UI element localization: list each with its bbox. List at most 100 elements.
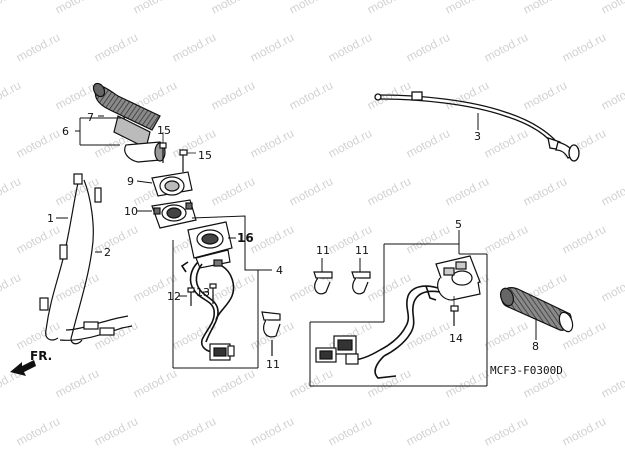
- callout-15-upper: 15: [157, 124, 171, 137]
- watermark-text: motod.ru: [209, 366, 257, 401]
- watermark-text: motod.ru: [599, 0, 625, 17]
- callout-3: 3: [474, 130, 481, 143]
- watermark-layer: motod.ru motod.ru motod.ru motod.ru motod.ru…: [0, 0, 625, 449]
- watermark-text: motod.ru: [0, 270, 23, 305]
- watermark-text: motod.ru: [365, 174, 413, 209]
- watermark-text: motod.ru: [287, 78, 335, 113]
- watermark-text: motod.ru: [248, 414, 296, 449]
- callout-6: 6: [62, 125, 69, 138]
- watermark-text: motod.ru: [0, 0, 23, 17]
- watermark-text: motod.ru: [92, 222, 140, 257]
- band-clamp-11-right: [351, 258, 371, 295]
- callout-9: 9: [127, 175, 134, 188]
- watermark-text: motod.ru: [14, 414, 62, 449]
- callout-14: 14: [449, 332, 463, 345]
- callout-8: 8: [532, 340, 539, 353]
- watermark-text: motod.ru: [599, 270, 625, 305]
- watermark-text: motod.ru: [53, 78, 101, 113]
- front-direction-arrow-icon: [10, 360, 36, 376]
- watermark-text: motod.ru: [365, 366, 413, 401]
- throttle-cables: [39, 173, 133, 345]
- watermark-text: motod.ru: [482, 222, 530, 257]
- throttle-grip-assembly: [92, 82, 166, 163]
- watermark-text: motod.ru: [248, 222, 296, 257]
- callout-2: 2: [104, 246, 111, 259]
- watermark-text: motod.ru: [443, 366, 491, 401]
- watermark-text: motod.ru: [365, 0, 413, 17]
- watermark-text: motod.ru: [170, 30, 218, 65]
- callout-11-left: 11: [316, 244, 330, 257]
- right-switch-frame-4: [172, 215, 259, 369]
- bolt-15-right: [179, 149, 196, 172]
- watermark-text: motod.ru: [248, 126, 296, 161]
- watermark-text: motod.ru: [404, 414, 452, 449]
- watermark-text: motod.ru: [209, 174, 257, 209]
- watermark-text: motod.ru: [326, 126, 374, 161]
- watermark-text: motod.ru: [404, 318, 452, 353]
- bolt-15-upper: [159, 132, 167, 163]
- band-clamp-11-lower: [261, 311, 281, 356]
- left-grip-8: [499, 287, 574, 333]
- watermark-text: motod.ru: [53, 270, 101, 305]
- watermark-text: motod.ru: [404, 126, 452, 161]
- direction-label: FR.: [30, 349, 52, 363]
- watermark-text: motod.ru: [599, 366, 625, 401]
- throttle-housing-upper-9: [151, 171, 193, 197]
- callout-13: 13: [196, 286, 210, 299]
- watermark-text: motod.ru: [521, 174, 569, 209]
- callout-1: 1: [47, 212, 54, 225]
- screw-12: [187, 287, 195, 306]
- watermark-text: motod.ru: [482, 30, 530, 65]
- watermark-text: motod.ru: [599, 174, 625, 209]
- watermark-text: motod.ru: [560, 222, 608, 257]
- watermark-text: motod.ru: [326, 30, 374, 65]
- watermark-text: motod.ru: [521, 78, 569, 113]
- watermark-text: motod.ru: [287, 0, 335, 17]
- callout-5: 5: [455, 218, 462, 231]
- callout-10: 10: [124, 205, 138, 218]
- watermark-text: motod.ru: [0, 78, 23, 113]
- watermark-text: motod.ru: [404, 222, 452, 257]
- left-switch-connectors: [315, 335, 359, 365]
- watermark-text: motod.ru: [0, 174, 23, 209]
- callout-4: 4: [276, 264, 283, 277]
- right-switch-wiring: [180, 261, 235, 353]
- right-switch-housing: [187, 221, 233, 269]
- watermark-text: motod.ru: [365, 270, 413, 305]
- throttle-housing-lower-10: [151, 199, 197, 229]
- watermark-text: motod.ru: [14, 30, 62, 65]
- watermark-text: motod.ru: [482, 318, 530, 353]
- watermark-text: motod.ru: [599, 78, 625, 113]
- watermark-text: motod.ru: [326, 414, 374, 449]
- band-clamp-11-left: [313, 258, 333, 295]
- watermark-text: motod.ru: [209, 78, 257, 113]
- watermark-text: motod.ru: [560, 30, 608, 65]
- callout-11-right: 11: [355, 244, 369, 257]
- watermark-text: motod.ru: [170, 414, 218, 449]
- screw-14: [450, 296, 459, 326]
- callout-12: 12: [167, 290, 181, 303]
- watermark-text: motod.ru: [14, 126, 62, 161]
- watermark-text: motod.ru: [131, 366, 179, 401]
- diagram-code: MCF3-F0300D: [490, 364, 563, 377]
- watermark-text: motod.ru: [53, 366, 101, 401]
- left-switch-wiring: [351, 285, 441, 379]
- right-switch-connector: [209, 343, 235, 361]
- watermark-text: motod.ru: [131, 0, 179, 17]
- watermark-text: motod.ru: [482, 414, 530, 449]
- watermark-text: motod.ru: [92, 30, 140, 65]
- watermark-text: motod.ru: [482, 126, 530, 161]
- watermark-text: motod.ru: [287, 174, 335, 209]
- watermark-text: motod.ru: [209, 0, 257, 17]
- watermark-text: motod.ru: [521, 0, 569, 17]
- screw-13: [209, 283, 217, 304]
- watermark-text: motod.ru: [560, 414, 608, 449]
- callout-6-7-leaders: [75, 115, 125, 146]
- watermark-text: motod.ru: [14, 222, 62, 257]
- watermark-text: motod.ru: [53, 0, 101, 17]
- callout-15-right: 15: [198, 149, 212, 162]
- callout-7: 7: [87, 111, 94, 124]
- watermark-text: motod.ru: [92, 414, 140, 449]
